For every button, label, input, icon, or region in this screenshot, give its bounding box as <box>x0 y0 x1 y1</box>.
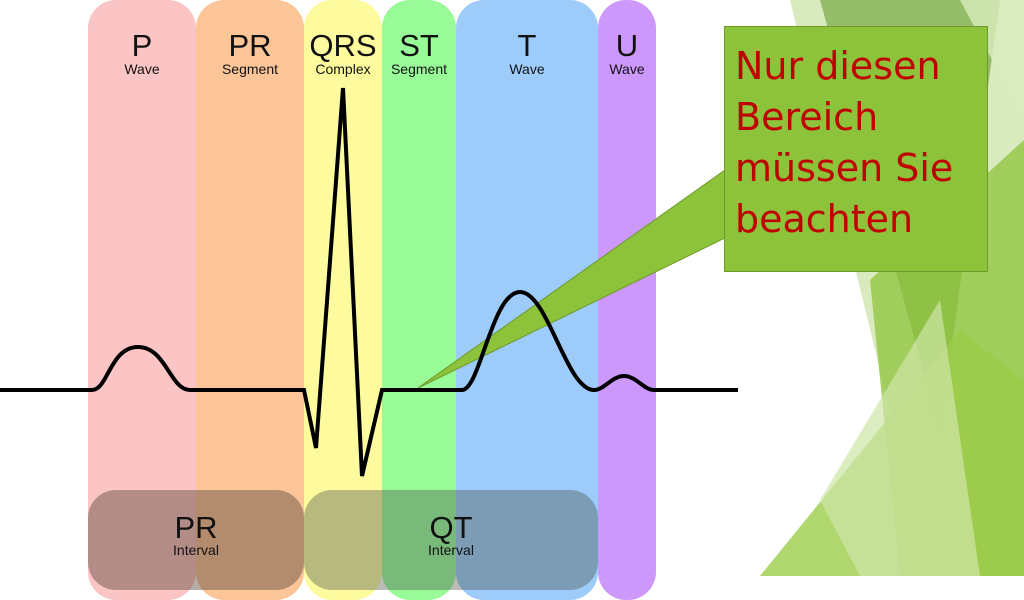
qt-interval-bar: QT Interval <box>304 490 598 590</box>
pr-segment-label: PR <box>228 28 272 63</box>
pr-segment-sublabel: Segment <box>221 61 279 77</box>
p-wave-label: P <box>131 28 153 63</box>
u-wave-sublabel: Wave <box>609 61 645 77</box>
qrs-complex-sublabel: Complex <box>315 61 371 77</box>
callout-pointer <box>417 169 726 389</box>
u-wave-band: U Wave <box>598 0 656 600</box>
p-wave-band: P Wave <box>88 0 196 600</box>
st-segment-sublabel: Segment <box>390 61 448 77</box>
qrs-complex-label: QRS <box>309 28 377 63</box>
t-wave-sublabel: Wave <box>509 61 545 77</box>
st-segment-band: ST Segment <box>382 0 456 600</box>
p-wave-sublabel: Wave <box>124 61 160 77</box>
callout-text: Nur diesen Bereich müssen Sie beachten <box>735 44 954 241</box>
st-segment-label: ST <box>399 28 439 63</box>
qt-interval-sublabel: Interval <box>428 542 474 558</box>
pr-interval-label: PR <box>174 510 218 545</box>
callout-box: Nur diesen Bereich müssen Sie beachten <box>724 26 988 272</box>
ecg-trace <box>0 87 738 477</box>
qt-interval-label: QT <box>429 510 473 545</box>
u-wave-label: U <box>615 28 639 63</box>
t-wave-label: T <box>517 28 537 63</box>
pr-interval-bar: PR Interval <box>88 490 304 590</box>
pr-interval-sublabel: Interval <box>173 542 219 558</box>
pr-segment-band: PR Segment <box>196 0 304 600</box>
bg-shape <box>820 300 980 576</box>
